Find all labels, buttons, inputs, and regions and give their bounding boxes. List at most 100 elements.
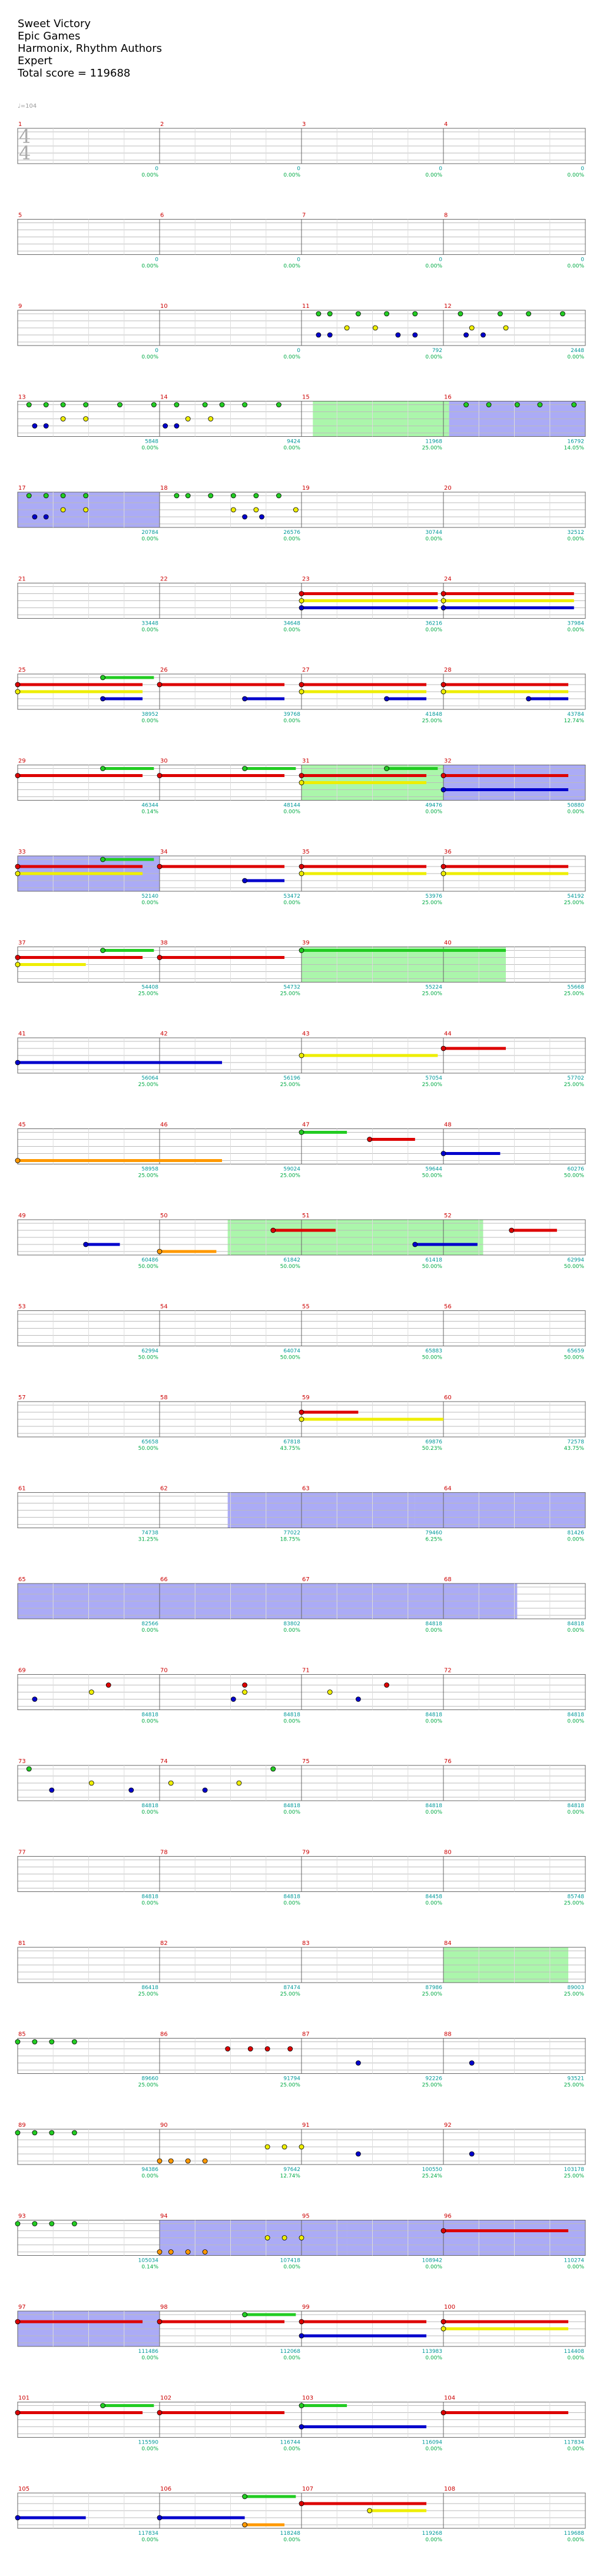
measure-score: 79460: [425, 1531, 442, 1536]
measure-score: 55224: [425, 985, 442, 991]
measure-number: 21: [18, 576, 26, 583]
measure-score: 16792: [567, 439, 584, 445]
measure-percent: 25.00%: [422, 1082, 443, 1088]
measure-percent: 0.00%: [425, 172, 442, 178]
note-gem: [367, 2508, 373, 2514]
note-gem: [242, 402, 248, 407]
measure-score: 116094: [422, 2440, 443, 2446]
measure-percent: 0.00%: [283, 1810, 300, 1815]
note-gem: [15, 689, 21, 695]
note-gem: [384, 696, 389, 702]
staff-row: 617473831.25%627702218.75%63794606.25%64…: [17, 1486, 586, 1543]
note-gem: [72, 2130, 77, 2136]
staff-row: 100.00%200.00%300.00%400.00%: [17, 121, 586, 178]
measure-score: 33448: [141, 621, 158, 627]
measure-number: 104: [444, 2395, 455, 2402]
measure-percent: 0.00%: [283, 1901, 300, 1907]
measure-percent: 25.00%: [280, 991, 301, 997]
measure-score: 50880: [567, 803, 584, 809]
measure-score: 41848: [425, 712, 442, 718]
note-gem: [259, 514, 264, 520]
measure-number: 93: [18, 2213, 26, 2220]
measure-percent: 0.00%: [567, 172, 584, 178]
measure-percent: 0.00%: [141, 2173, 158, 2179]
measure-percent: 25.00%: [280, 1991, 301, 1997]
measure-score: 84818: [567, 1712, 584, 1718]
measure-percent: 14.05%: [564, 446, 585, 452]
note-gem: [440, 2326, 446, 2332]
measure-score: 81426: [567, 1531, 584, 1536]
measure-number: 11: [302, 303, 310, 310]
note-gem: [242, 1689, 248, 1695]
note-gem: [344, 325, 350, 331]
measure-number: 32: [444, 758, 452, 765]
measure-percent: 0.00%: [567, 264, 584, 270]
note-gem: [157, 2249, 163, 2255]
measure-number: 42: [160, 1031, 168, 1037]
measure-percent: 25.00%: [280, 2083, 301, 2089]
note-gem: [163, 423, 168, 429]
measure-score: 43784: [567, 712, 584, 718]
measure-score: 0: [155, 166, 158, 172]
measure-number: 24: [444, 576, 452, 583]
measure-score: 58958: [141, 1167, 158, 1173]
measure-number: 52: [444, 1213, 452, 1219]
note-gem: [32, 2039, 38, 2044]
note-gem: [276, 493, 281, 499]
measure-percent: 0.00%: [425, 2446, 442, 2452]
measure-number: 17: [18, 485, 26, 492]
measure-percent: 31.25%: [138, 1537, 159, 1543]
measure-percent: 0.00%: [141, 1719, 158, 1725]
measure-percent: 0.00%: [283, 536, 300, 542]
measure-number: 45: [18, 1122, 26, 1128]
measure-percent: 25.00%: [138, 1173, 159, 1179]
note-gem: [32, 2130, 38, 2136]
note-gem: [117, 402, 122, 407]
note-gem: [514, 402, 520, 407]
measure-score: 84818: [283, 1712, 300, 1718]
note-gem: [15, 2130, 21, 2136]
note-gem: [49, 2221, 55, 2226]
note-gem: [157, 773, 163, 778]
note-gem: [43, 514, 49, 520]
measure-score: 26576: [283, 530, 300, 536]
measure-number: 8: [444, 213, 448, 219]
measure-number: 49: [18, 1213, 26, 1219]
measure-percent: 0.00%: [425, 536, 442, 542]
measure-number: 48: [444, 1122, 452, 1128]
measure-score: 84818: [425, 1621, 442, 1627]
measure-score: 110274: [564, 2258, 585, 2264]
measure-percent: 0.00%: [567, 354, 584, 360]
note-gem: [174, 423, 180, 429]
measure-score: 0: [297, 166, 300, 172]
measure-number: 98: [160, 2304, 168, 2311]
measure-number: 31: [302, 758, 310, 765]
measure-score: 0: [297, 348, 300, 354]
note-gem: [299, 2424, 304, 2429]
note-gem: [481, 332, 486, 338]
staff-row: 33521400.00%34534720.00%355397625.00%365…: [15, 849, 586, 906]
note-gem: [168, 2249, 174, 2255]
note-gem: [43, 493, 49, 499]
measure-number: 20: [444, 485, 452, 492]
measure-percent: 0.00%: [567, 1810, 584, 1815]
measure-score: 74738: [141, 1531, 158, 1536]
note-gem: [15, 2039, 21, 2044]
measure-score: 53472: [283, 894, 300, 899]
measure-number: 72: [444, 1668, 452, 1674]
measure-percent: 25.00%: [138, 1991, 159, 1997]
measure-number: 77: [18, 1850, 26, 1856]
note-gem: [395, 332, 401, 338]
measure-percent: 0.00%: [567, 2355, 584, 2361]
measure-percent: 25.00%: [422, 2083, 443, 2089]
measure-number: 5: [18, 213, 22, 219]
note-gem: [15, 871, 21, 877]
note-gem: [49, 1787, 55, 1793]
measure-score: 55668: [567, 985, 584, 991]
measure-number: 26: [160, 667, 168, 673]
measure-percent: 0.00%: [283, 1719, 300, 1725]
measure-score: 65883: [425, 1349, 442, 1355]
note-gem: [128, 1787, 134, 1793]
measure-percent: 50.00%: [564, 1264, 585, 1270]
note-gem: [440, 787, 446, 792]
